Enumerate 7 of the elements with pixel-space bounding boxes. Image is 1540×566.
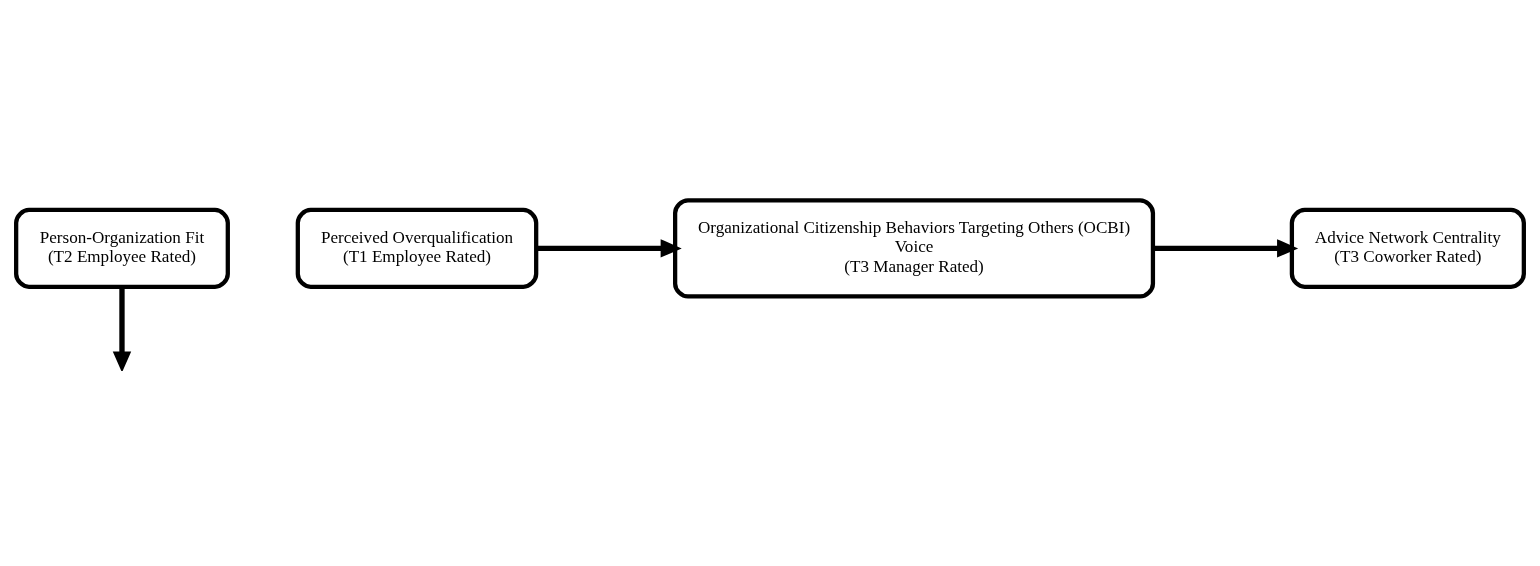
node-box: Person-Organization Fit (T2 Employee Rated) xyxy=(14,207,230,289)
arrow xyxy=(112,286,132,371)
node-box: Advice Network Centrality (T3 Coworker Rated) xyxy=(1289,207,1526,289)
arrow xyxy=(1153,238,1299,258)
node-box: Organizational Citizenship Behaviors Targeting Others (OCBI) Voice (T3 Manager Rated) xyxy=(673,197,1156,299)
node-box: Perceived Overqualification (T1 Employee Rated) xyxy=(295,207,539,289)
arrow xyxy=(536,238,682,258)
